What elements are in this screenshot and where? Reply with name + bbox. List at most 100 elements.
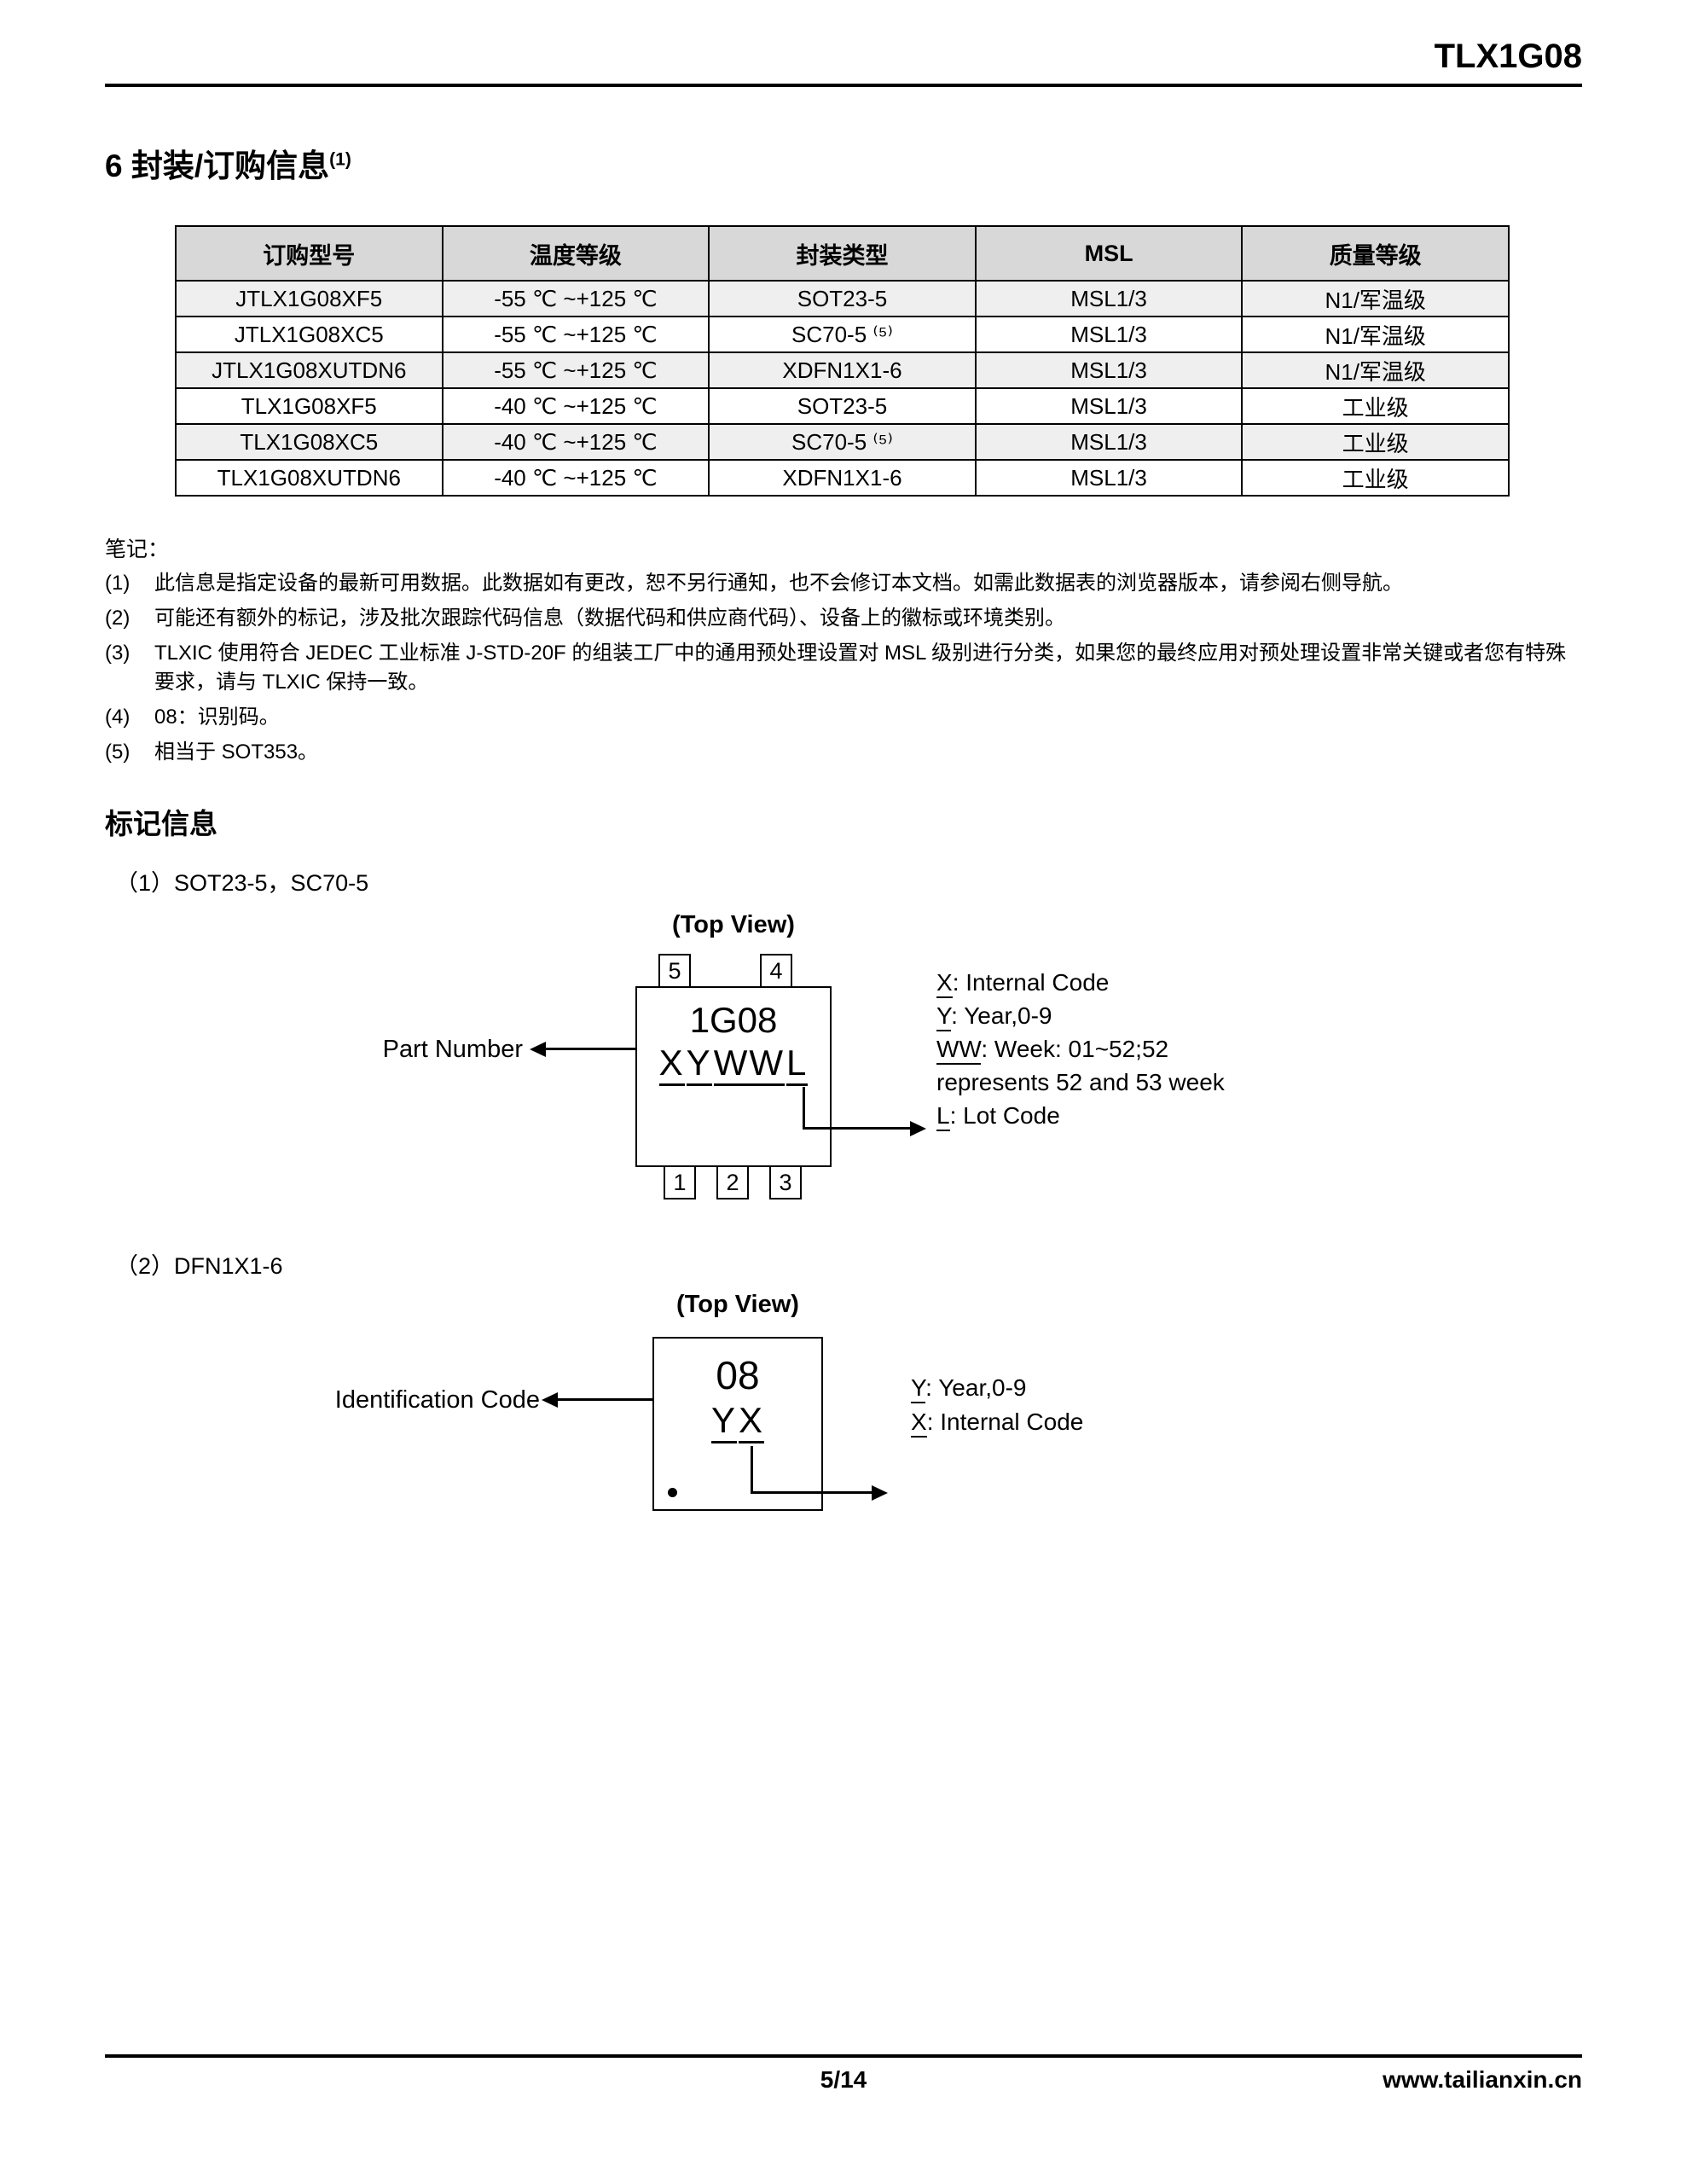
lot-code-arrowhead-icon [910,1121,926,1137]
order-table-cell: MSL1/3 [974,351,1244,389]
legend-text: : Year,0-9 [925,1374,1027,1402]
dfn-marking-line2: YX [654,1400,821,1443]
marking-code-char: Y [686,1043,712,1086]
pin-box: 1 [664,1165,696,1200]
note-item: (1)此信息是指定设备的最新可用数据。此数据如有更改，恕不另行通知，也不会修订本… [105,569,1582,598]
identification-code-label: Identification Code [334,1386,540,1414]
legend-text: : Year,0-9 [951,1002,1052,1030]
order-table-cell: MSL1/3 [974,423,1244,461]
order-table-cell: TLX1G08XC5 [175,423,443,461]
marking-code-char: X [739,1401,765,1443]
order-table-cell: MSL1/3 [974,316,1244,353]
legend-text: : Week: 01~52;52 [981,1036,1169,1063]
marking-code-char: WW [713,1043,785,1086]
legend-line: Y: Year,0-9 [936,999,1225,1032]
dfn-marking-line1: 08 [716,1353,760,1398]
note-item: (3)TLXIC 使用符合 JEDEC 工业标准 J-STD-20F 的组装工厂… [105,639,1582,697]
legend-key: Y [911,1374,926,1404]
sot-top-view-label: (Top View) [672,911,795,939]
legend-text: : Lot Code [949,1102,1060,1130]
section-heading-superscript: (1) [329,149,351,170]
part-number-label: Part Number [382,1036,523,1064]
marking-item-1-label: （1）SOT23-5，SC70-5 [115,870,369,897]
marking-code-char: Y [710,1401,737,1443]
page-header: TLX1G08 [105,0,1582,87]
order-table-cell: 工业级 [1241,387,1510,425]
legend-key: Y [936,1002,952,1032]
order-table-cell: N1/军温级 [1241,351,1510,389]
legend-key: L [936,1102,950,1132]
sot-marking-line2: XYWWL [637,1043,830,1086]
note-item: (2)可能还有额外的标记，涉及批次跟踪代码信息（数据代码和供应商代码）、设备上的… [105,604,1582,633]
legend-key: X [936,969,953,999]
order-table-cell: TLX1G08XF5 [175,387,443,425]
notes-label: 笔记： [105,537,170,561]
footer-rule [105,2054,1582,2058]
header-rule [105,84,1582,87]
marking-section-title: 标记信息 [105,808,217,840]
lot-code-arrow-vline [803,1087,805,1130]
legend-line: Y: Year,0-9 [911,1371,1083,1405]
pin1-indicator-dot-icon [668,1488,677,1498]
note-item: (5) 相当于 SOT353。 [105,738,1582,767]
lot-code-arrow-hline [803,1127,912,1130]
order-table-cell: 工业级 [1241,423,1510,461]
legend-line: represents 52 and 53 week [936,1066,1225,1099]
notes-list: (1)此信息是指定设备的最新可用数据。此数据如有更改，恕不另行通知，也不会修订本… [105,569,1582,767]
dfn-top-view-label: (Top View) [676,1291,799,1319]
order-table-cell: MSL1/3 [974,387,1244,425]
order-table-cell: MSL1/3 [974,280,1244,317]
note-number: (5) [105,741,130,764]
legend-line: X: Internal Code [911,1405,1083,1439]
note-text: 相当于 SOT353。 [154,741,319,764]
note-text: TLXIC 使用符合 JEDEC 工业标准 J-STD-20F 的组装工厂中的通… [154,642,1567,694]
legend-text: : Internal Code [952,969,1110,996]
yx-arrowhead-icon [872,1485,888,1502]
order-table-header-cell: 封装类型 [708,225,977,282]
order-table-cell: -55 ℃ ~+125 ℃ [441,316,710,353]
order-table-header-cell: MSL [974,225,1244,282]
pin-box: 3 [769,1165,802,1200]
dfn-marking-diagram: (Top View) 08 YX Identification Code Y: … [105,1289,1582,1545]
marking-code-char: L [786,1043,809,1086]
order-table-cell: XDFN1X1-6 [708,459,977,497]
dfn-package-outline: 08 YX [652,1337,823,1512]
yx-arrow-vline [751,1446,753,1495]
pin-box: 5 [658,954,691,989]
order-table-header-cell: 温度等级 [441,225,710,282]
order-table-cell: JTLX1G08XF5 [175,280,443,317]
order-table-cell: -55 ℃ ~+125 ℃ [441,280,710,317]
order-table-cell: -40 ℃ ~+125 ℃ [441,387,710,425]
order-table-cell: -55 ℃ ~+125 ℃ [441,351,710,389]
note-text: 可能还有额外的标记，涉及批次跟踪代码信息（数据代码和供应商代码）、设备上的徽标或… [154,607,1065,630]
note-text: 此信息是指定设备的最新可用数据。此数据如有更改，恕不另行通知，也不会修订本文档。… [154,572,1403,595]
order-table-cell: -40 ℃ ~+125 ℃ [441,459,710,497]
order-table-cell: SOT23-5 [708,387,977,425]
legend-line: WW: Week: 01~52;52 [936,1032,1225,1066]
identification-code-arrow-line [556,1398,652,1402]
order-table-cell: TLX1G08XUTDN6 [175,459,443,497]
order-table-header-cell: 质量等级 [1241,225,1510,282]
order-table-cell: MSL1/3 [974,459,1244,497]
note-number: (4) [105,706,130,729]
document-title: TLX1G08 [1434,38,1582,75]
order-table-cell: SC70-5 ⁽⁵⁾ [708,316,977,353]
order-table-cell: N1/军温级 [1241,316,1510,353]
identification-code-arrowhead-icon [542,1392,558,1409]
page-number: 5/14 [820,2066,867,2093]
